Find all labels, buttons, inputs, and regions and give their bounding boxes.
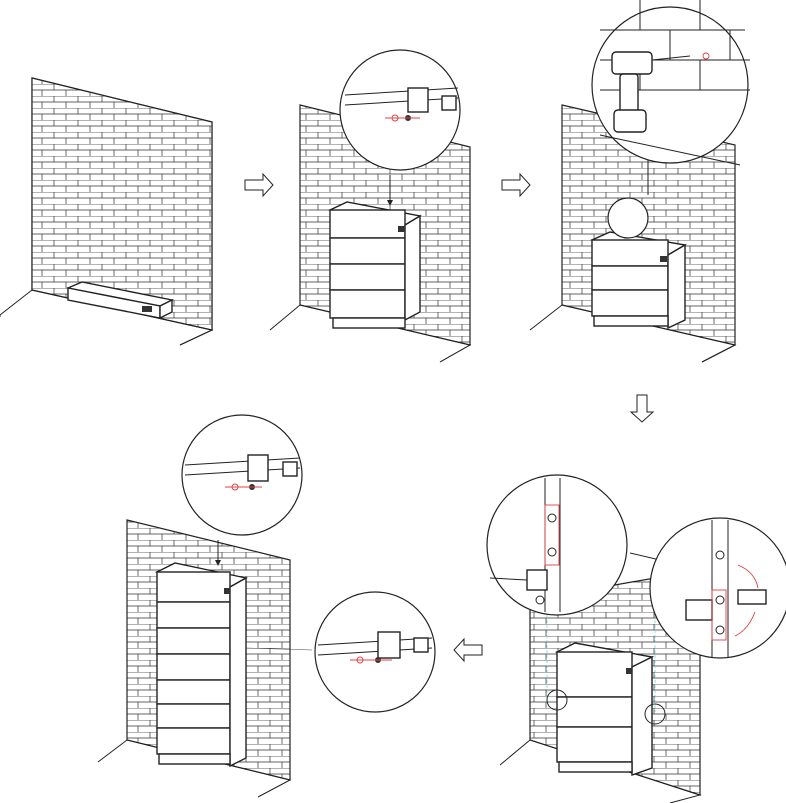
step-4-bracket-rotation (486, 474, 786, 803)
hollow-arrow-right-icon (501, 172, 531, 198)
battery-stack (327, 201, 422, 329)
hollow-arrow-left-icon (453, 637, 483, 663)
hollow-arrow-down-icon (629, 394, 655, 423)
left-zoom-circle (486, 474, 628, 616)
right-zoom-circle (649, 517, 786, 659)
battery-stack (554, 642, 655, 776)
battery-stack (589, 231, 687, 330)
drill-icon (611, 51, 691, 133)
step-3-drilling (529, 0, 750, 363)
step-2-first-stack (269, 49, 472, 363)
hollow-arrow-right-icon (244, 172, 274, 198)
drill-zoom-circle (591, 0, 750, 166)
base-plate (65, 281, 175, 320)
step-5-full-stack (97, 414, 436, 798)
battery-stack (154, 562, 248, 768)
side-bracket-zoom-circle (314, 591, 436, 713)
top-bracket-zoom-circle (181, 414, 303, 536)
bracket-zoom-circle (339, 49, 461, 171)
step-1-bare-wall (0, 77, 214, 346)
